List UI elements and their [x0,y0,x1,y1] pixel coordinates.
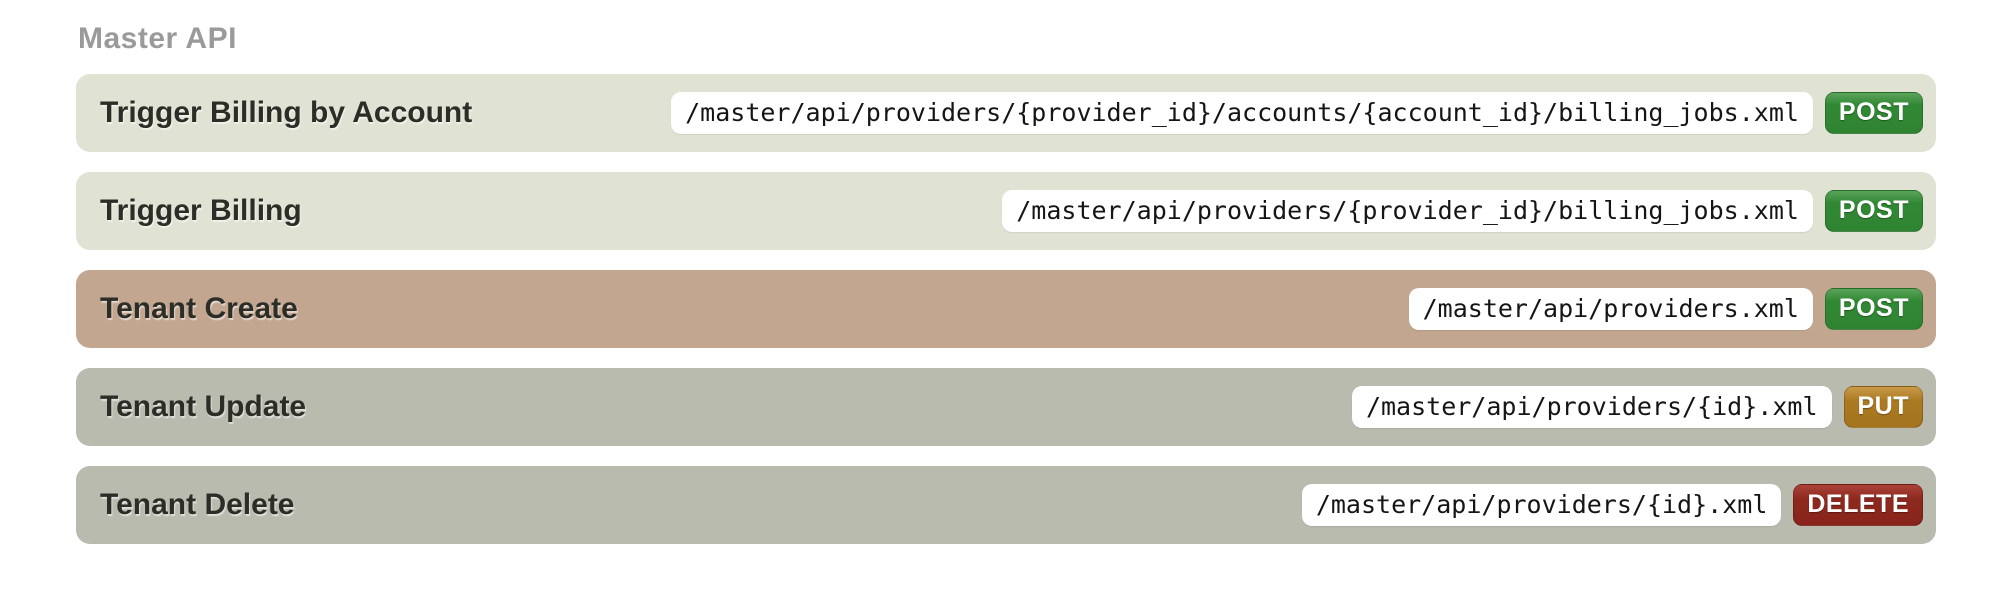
endpoint-title[interactable]: Tenant Delete [100,488,295,521]
http-method-badge: POST [1824,92,1923,134]
http-method-badge: POST [1824,190,1923,232]
http-method-badge: PUT [1843,386,1923,428]
endpoint-row-tenant-create[interactable]: Tenant Create /master/api/providers.xml … [76,270,1936,348]
endpoint-title[interactable]: Trigger Billing by Account [100,96,473,129]
endpoint-title[interactable]: Trigger Billing [100,194,302,227]
endpoint-row-trigger-billing[interactable]: Trigger Billing /master/api/providers/{p… [76,172,1936,250]
endpoint-row-tenant-update[interactable]: Tenant Update /master/api/providers/{id}… [76,368,1936,446]
endpoint-path[interactable]: /master/api/providers/{id}.xml [1301,483,1782,527]
endpoint-row-tenant-delete[interactable]: Tenant Delete /master/api/providers/{id}… [76,466,1936,544]
endpoint-row-trigger-billing-by-account[interactable]: Trigger Billing by Account /master/api/p… [76,74,1936,152]
endpoint-path[interactable]: /master/api/providers.xml [1408,287,1813,331]
endpoint-title[interactable]: Tenant Update [100,390,307,423]
endpoint-path[interactable]: /master/api/providers/{provider_id}/acco… [671,91,1813,135]
endpoint-path[interactable]: /master/api/providers/{id}.xml [1351,385,1832,429]
http-method-badge: DELETE [1793,484,1923,526]
endpoint-path[interactable]: /master/api/providers/{provider_id}/bill… [1002,189,1813,233]
endpoint-title[interactable]: Tenant Create [100,292,298,325]
http-method-badge: POST [1824,288,1923,330]
section-title: Master API [78,22,237,55]
